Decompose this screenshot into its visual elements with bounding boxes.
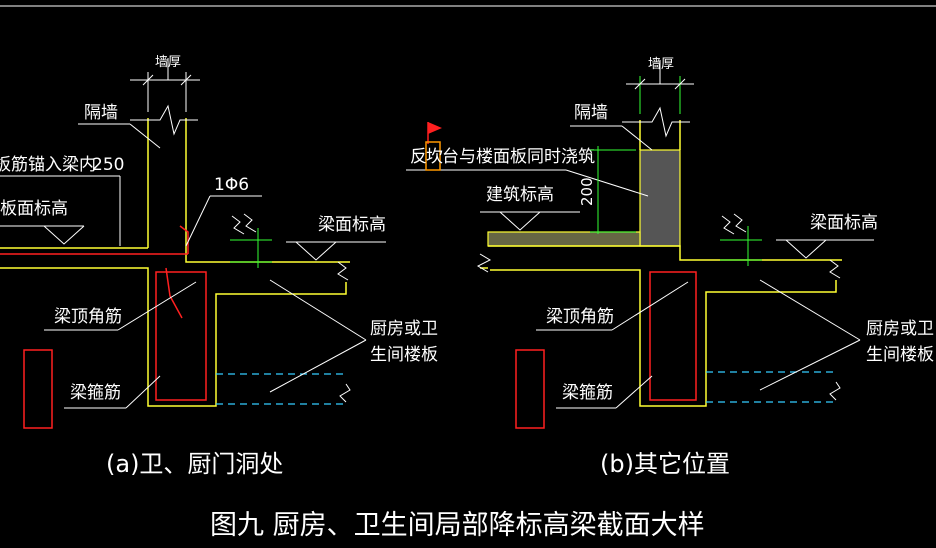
anchor-length-label-a: 250 [92,155,124,175]
arch-elevation-label-b: 建筑标高 [486,185,554,205]
curb-note-label-b-1: 反 [410,147,427,167]
curb-note-label-b-3: 台与楼面板同时浇筑 [442,147,595,167]
wall-thickness-label-b: 墙厚 [648,57,674,72]
floor-slab-label-b-1: 厨房或卫 [866,319,934,339]
annotation-marker [425,141,441,171]
annotation-flag [427,122,442,144]
wall-thickness-dimension-a: 墙厚 [130,55,200,112]
slab-elevation-label-a: 板面标高 [0,199,68,219]
floor-slab-label-b-2: 生间楼板 [866,345,934,365]
beam-outline-a [0,240,350,407]
floor-slab-label-a-2: 生间楼板 [370,345,438,365]
diagram-a: 墙厚 隔墙 1Φ6 板筋锚入梁内 250 [0,55,438,478]
rebar-spec-label-a: 1Φ6 [214,175,249,195]
elevation-diff-dimension-a [230,213,272,268]
elevation-diff-dimension-b [720,213,762,266]
figure-title: 图九 厨房、卫生间局部降标高梁截面大样 [210,510,705,541]
partition-wall-a [130,104,198,248]
diagram-b: 墙厚 隔墙 反 坎 台与楼面板同时浇筑 200 建筑标高 [406,57,934,478]
raised-slab-b [487,231,641,247]
wall-thickness-dimension-b: 墙厚 [626,57,694,114]
slab-rebar-a [0,225,189,319]
beam-elevation-label-a: 梁面标高 [318,215,386,235]
caption-a: (a)卫、厨门洞处 [106,450,283,478]
partition-wall-label-a: 隔墙 [84,103,118,123]
beam-elevation-label-b: 梁面标高 [810,213,878,233]
slab-anchor-label-a: 板筋锚入梁内 [0,155,96,175]
beam-stirrup-b [649,271,697,401]
rebar-marker-a [23,349,53,429]
floor-slab-label-a-1: 厨房或卫 [370,319,438,339]
caption-b: (b)其它位置 [600,450,730,478]
wall-thickness-label-a: 墙厚 [155,55,181,70]
beam-stirrup-label-a: 梁箍筋 [70,383,121,403]
curb-note-label-b-2: 坎 [426,147,443,167]
partition-wall-label-b: 隔墙 [574,103,608,123]
rebar-marker-b [515,349,545,429]
curb-height-label-b: 200 [578,177,596,206]
concrete-curb-b [639,149,681,247]
beam-stirrup-a [155,271,207,401]
beam-corner-bar-label-a: 梁顶角筋 [54,307,122,327]
beam-corner-bar-label-b: 梁顶角筋 [546,307,614,327]
beam-stirrup-label-b: 梁箍筋 [562,383,613,403]
